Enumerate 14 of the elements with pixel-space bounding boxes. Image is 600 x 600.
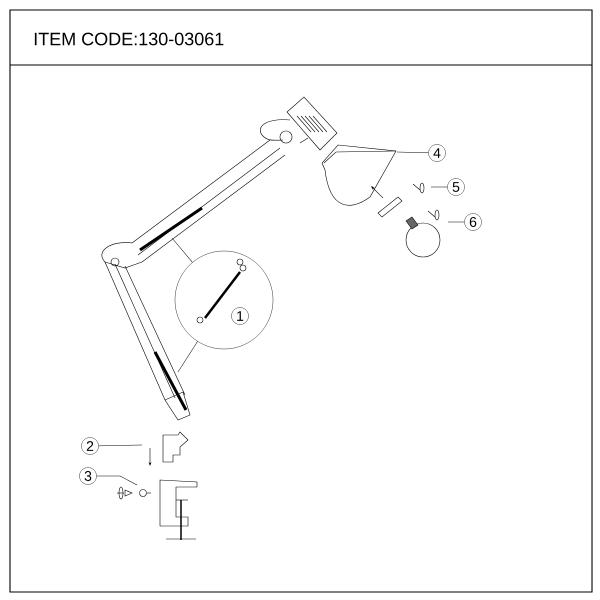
leader-line [178,341,198,372]
callout-number: 6 [464,213,482,231]
callout-number: 3 [79,467,97,485]
callout-number: 2 [81,437,99,455]
item-code-title: ITEM CODE:130-03061 [34,32,224,46]
callout-number: 1 [231,307,249,325]
leader-line [172,238,193,263]
leader-line [98,444,142,446]
leader-line [430,186,448,188]
callout-number: 4 [428,144,446,162]
leader-line [96,476,138,486]
leader-line [396,152,429,154]
callout-number: 5 [447,178,465,196]
detail-circle [174,250,274,350]
